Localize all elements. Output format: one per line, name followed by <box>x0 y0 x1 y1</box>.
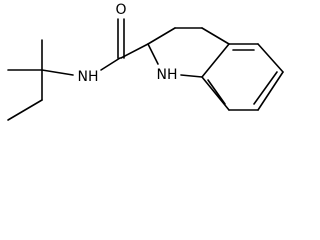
bond-c5-c6 <box>257 43 284 73</box>
amide-group <box>100 18 149 71</box>
benzene-ring <box>201 43 284 111</box>
bond-aromatic-inner-2 <box>253 71 278 105</box>
bond-c2-n1 <box>147 43 159 65</box>
bond-c2-c3 <box>147 27 176 45</box>
bond-quaternary-to-amide-n <box>41 69 74 76</box>
bond-c8a-c4a <box>201 43 230 78</box>
saturated-ring <box>147 27 230 78</box>
tert-pentyl-group <box>7 39 74 121</box>
bond-carbonyl-to-c2 <box>120 43 149 59</box>
oxygen-label: O <box>115 2 126 18</box>
amide-nh-label: NH <box>78 69 99 85</box>
molecule-structure: O NH NH <box>7 2 284 121</box>
bond-aromatic-inner-3 <box>207 79 226 105</box>
bond-c8-c8a <box>201 76 230 111</box>
bond-c6-c7 <box>257 71 284 111</box>
bond-c4-c4a <box>201 27 230 45</box>
bond-ethyl-terminal <box>7 99 43 121</box>
bond-n1-c8a <box>180 74 203 78</box>
ring-nh-label: NH <box>157 67 178 83</box>
bond-amide-n-to-carbonyl <box>100 57 121 71</box>
